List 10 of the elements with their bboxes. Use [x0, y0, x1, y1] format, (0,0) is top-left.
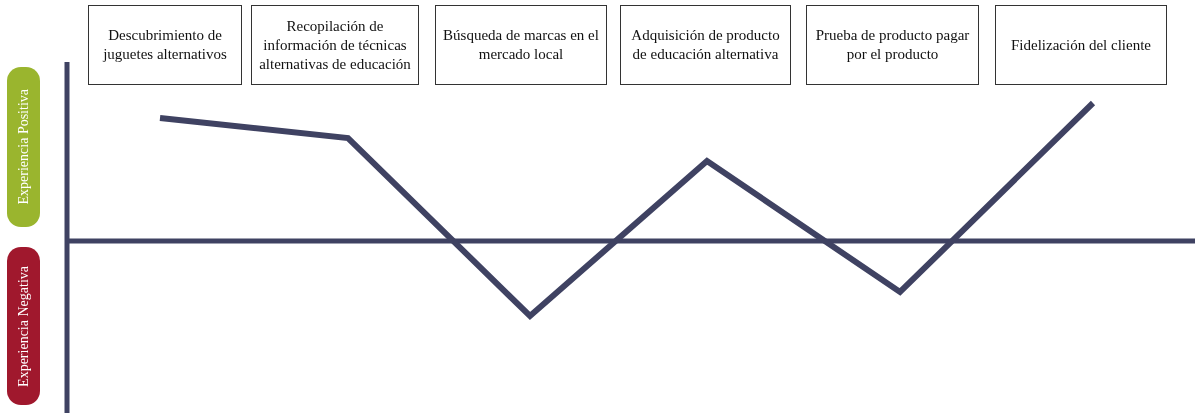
rating-label: Experiencia Negativa [15, 265, 32, 387]
stage-box: Prueba de producto pagar por el producto [806, 5, 979, 85]
stage-box: Descubrimiento de juguetes alternativos [88, 5, 242, 85]
stage-box: Recopilación de información de técnicas alternativas de educación [251, 5, 419, 85]
rating-label: Experiencia Positiva [15, 89, 32, 205]
stage-box: Fidelización del cliente [995, 5, 1167, 85]
rating-pill [7, 67, 40, 227]
stage-box: Adquisición de producto de educación alternativa [620, 5, 791, 85]
stage-box: Búsqueda de marcas en el mercado local [435, 5, 607, 85]
rating-pill [7, 247, 40, 405]
